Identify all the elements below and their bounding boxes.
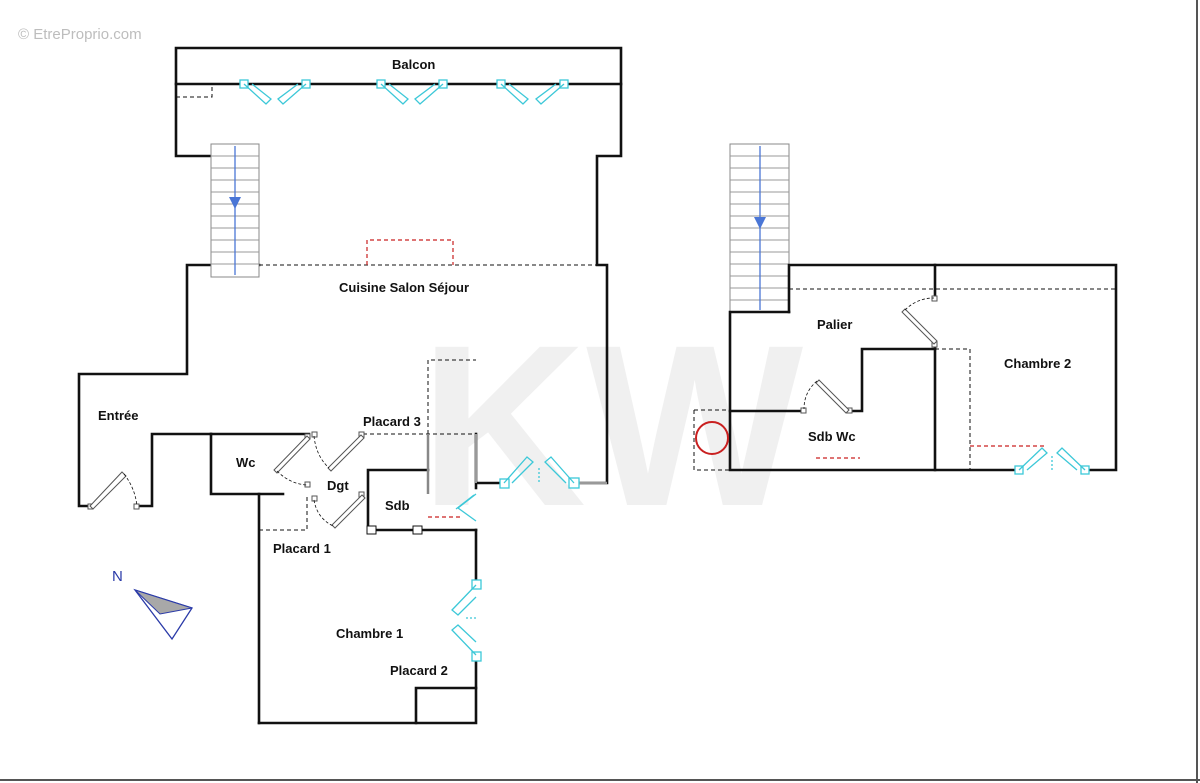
north-compass: N [112, 568, 194, 641]
kw-logo-watermark: KW [420, 297, 803, 554]
balcony-windows [239, 79, 569, 105]
room-label-sdbwc: Sdb Wc [808, 429, 856, 444]
entry-door [87, 471, 140, 510]
ground-floor: Balcon Cuisine Salon Séjour Entrée Wc Pl… [77, 46, 623, 725]
room-label-palier: Palier [817, 317, 852, 332]
chambre2-window [1014, 447, 1090, 475]
sdbwc-door [800, 379, 853, 414]
room-label-balcon: Balcon [392, 57, 435, 72]
shower-circle [693, 409, 730, 471]
room-label-dgt: Dgt [327, 478, 349, 493]
upper-floor: Palier Chambre 2 Sdb Wc [693, 143, 1118, 475]
room-label-placard1: Placard 1 [273, 541, 331, 556]
wc-door [273, 433, 311, 488]
watermark-text: © EtreProprio.com [18, 26, 142, 43]
chambre1-window [451, 579, 482, 662]
room-label-sdb: Sdb [385, 498, 410, 513]
placard3-door [311, 431, 365, 472]
room-label-entree: Entrée [98, 408, 138, 423]
stair-ground-floor [210, 143, 260, 278]
chambre2-door [901, 295, 938, 348]
living-bay-window [499, 456, 580, 489]
room-label-chambre2: Chambre 2 [1004, 356, 1071, 371]
svg-text:KW: KW [420, 297, 803, 554]
sdb-door [455, 493, 477, 522]
compass-north-letter: N [112, 568, 123, 585]
room-label-wc: Wc [236, 455, 256, 470]
dgt-door [311, 491, 366, 529]
room-label-placard3: Placard 3 [363, 414, 421, 429]
stair-upper-floor [729, 143, 790, 313]
room-label-cuisine-salon-sejour: Cuisine Salon Séjour [339, 280, 469, 295]
room-label-placard2: Placard 2 [390, 663, 448, 678]
room-label-chambre1: Chambre 1 [336, 626, 403, 641]
